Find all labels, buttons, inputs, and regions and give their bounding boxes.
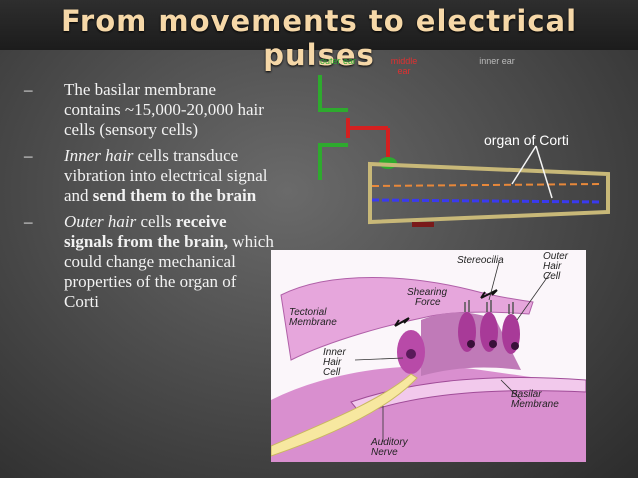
stereocilia-label: Stereocilia	[457, 255, 504, 266]
bullet-bold: send them to the brain	[92, 186, 257, 205]
label-line: Membrane	[511, 399, 559, 410]
outer-hair-nucleus	[489, 340, 497, 348]
pointer-line	[511, 145, 537, 185]
auditory-nerve-fibers	[271, 373, 418, 457]
label-line: Membrane	[289, 317, 337, 328]
outer-hair-cell-label: Outer Hair Cell	[543, 252, 568, 282]
label-line: Force	[415, 297, 441, 308]
middle-ear-label: middle ear	[390, 56, 418, 76]
shearing-force-label: Shearing Force	[407, 288, 447, 308]
label-line: Hair	[323, 357, 342, 368]
label-line: Outer	[543, 251, 569, 262]
shearing-arrow	[394, 317, 410, 327]
label-line: Basilar	[511, 389, 542, 400]
outer-hair-nucleus	[511, 342, 519, 350]
title-bar	[0, 0, 638, 50]
shearing-arrow	[480, 289, 498, 299]
bullet-item: – Outer hair cells receive signals from …	[24, 212, 274, 312]
ear-schematic	[318, 75, 610, 227]
label-line: Auditory	[371, 437, 408, 448]
bullet-text: cells transduce vibration into electrica…	[64, 146, 268, 205]
outer-ear-canal	[318, 75, 348, 180]
inner-hair-nucleus	[406, 349, 416, 359]
bullet-text: which could change mechanical properties…	[64, 232, 274, 311]
basilar-membrane-band	[350, 377, 586, 415]
auditory-nerve-label: Auditory Nerve	[371, 438, 408, 458]
bullet-list: – The basilar membrane contains ~15,000-…	[24, 80, 274, 318]
label-line: Tectorial	[289, 307, 327, 318]
bullet-text: cells	[136, 212, 176, 231]
bullet-emphasis: Inner hair	[64, 146, 134, 165]
tectorial-membrane-label: Tectorial Membrane	[289, 308, 337, 328]
inner-hair-cell-label: Inner Hair Cell	[323, 348, 346, 378]
stereocilia-bundle	[464, 300, 514, 314]
basilar-membrane-label: Basilar Membrane	[511, 390, 559, 410]
pointer-line	[535, 145, 553, 199]
scala-vestibuli-line	[371, 183, 603, 187]
pointer-lines	[354, 261, 552, 442]
ossicles	[346, 118, 390, 162]
corti-illustration	[271, 261, 586, 462]
slide-title: From movements to electrical pulses	[60, 4, 578, 72]
label-line: Nerve	[371, 447, 398, 458]
outer-hair-nucleus	[467, 340, 475, 348]
bullet-dash: –	[24, 80, 33, 99]
bullet-bold: receive signals from the brain,	[64, 212, 229, 251]
bullet-text: The basilar membrane contains ~15,000-20…	[64, 80, 264, 139]
organ-of-corti-label: organ of Corti	[484, 132, 569, 148]
bullet-item: – Inner hair cells transduce vibration i…	[24, 146, 274, 206]
basilar-membrane-line	[371, 198, 603, 204]
bullet-item: – The basilar membrane contains ~15,000-…	[24, 80, 274, 140]
label-line: Shearing	[407, 287, 448, 298]
bullet-dash: –	[24, 146, 33, 165]
bullet-emphasis: Outer hair	[64, 212, 137, 231]
outer-ear-label: outer ear	[319, 56, 357, 66]
label-line: Cell	[323, 367, 341, 378]
cochlea-outline	[368, 161, 610, 225]
label-line: Inner	[323, 347, 346, 358]
label-line: Cell	[543, 271, 561, 282]
label-line: Hair	[543, 261, 562, 272]
inner-ear-label: inner ear	[479, 56, 515, 66]
round-window	[412, 222, 434, 227]
bullet-dash: –	[24, 212, 33, 231]
organ-of-corti-figure: Stereocilia Outer Hair Cell Shearing For…	[271, 250, 586, 462]
